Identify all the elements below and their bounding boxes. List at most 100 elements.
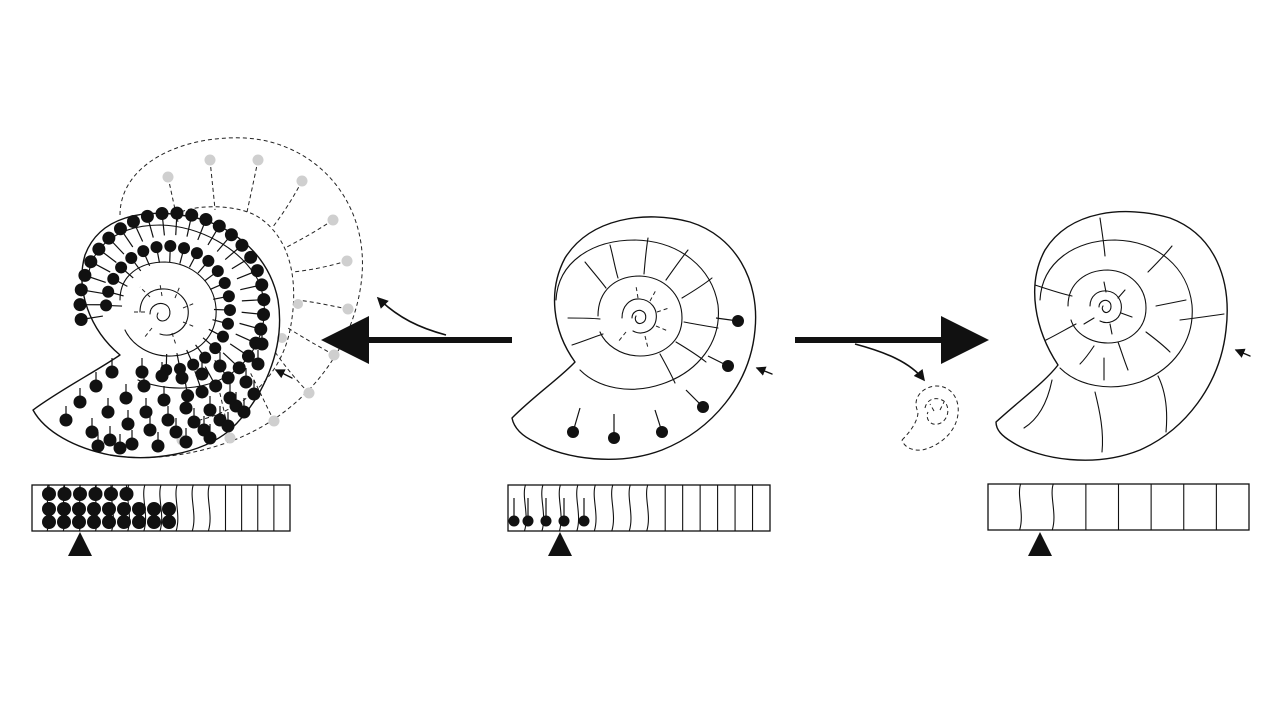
black-dot (89, 379, 103, 393)
black-dot (722, 360, 734, 372)
strip-septum (159, 484, 163, 532)
black-dot (117, 515, 131, 529)
black-dot (244, 250, 258, 264)
black-dot (170, 206, 184, 220)
black-dot (239, 375, 253, 389)
black-dot (209, 379, 223, 393)
black-dot (254, 322, 268, 336)
right-inner-ticks (1083, 281, 1133, 335)
black-dot (162, 502, 176, 516)
black-dot (540, 515, 552, 527)
black-dot (140, 209, 154, 223)
black-dot (169, 425, 183, 439)
black-dot (73, 395, 87, 409)
black-dot (179, 435, 193, 449)
black-dot (125, 437, 139, 451)
black-dot (162, 515, 176, 529)
black-dot (161, 413, 175, 427)
black-dot (105, 365, 119, 379)
black-dot (78, 268, 92, 282)
black-dot (103, 433, 117, 447)
black-dot (59, 413, 73, 427)
black-dot (216, 330, 229, 343)
strip-septum (593, 484, 597, 532)
black-dot (178, 242, 191, 255)
black-dot (235, 238, 249, 252)
black-dot (137, 379, 151, 393)
black-dot (72, 515, 86, 529)
black-dot (102, 515, 116, 529)
black-dot (212, 219, 226, 233)
black-dot (73, 298, 87, 312)
black-dot (100, 299, 113, 312)
black-dot (237, 405, 251, 419)
black-dot (119, 487, 134, 501)
black-dot (125, 252, 138, 265)
black-dot (250, 264, 264, 278)
black-dot (132, 502, 146, 516)
black-dot (57, 487, 72, 501)
black-dot (223, 304, 236, 317)
black-dot (150, 241, 163, 254)
black-dot (119, 391, 133, 405)
left-growth-marker-arrow (274, 369, 293, 379)
black-dot (87, 515, 101, 529)
black-dot (102, 231, 116, 245)
black-dot (697, 401, 709, 413)
strip-septum (207, 484, 211, 532)
black-dot (213, 359, 227, 373)
black-dot (558, 515, 570, 527)
black-dot (218, 277, 231, 290)
black-dot (247, 387, 261, 401)
left-dots-inner-ring (100, 240, 236, 376)
black-dot (185, 208, 199, 222)
left-inner-ticks (133, 283, 196, 346)
black-dot (139, 405, 153, 419)
right-growth-marker-arrow (1234, 348, 1251, 358)
black-dot (117, 502, 131, 516)
strip-septum (628, 484, 632, 532)
black-dot (115, 261, 128, 274)
left-dots-outer-ring (73, 206, 271, 403)
black-dot (57, 515, 71, 529)
juvenile-shell (901, 385, 959, 451)
black-dot (578, 515, 590, 527)
middle-growth-marker-arrow (755, 366, 773, 376)
black-dot (92, 242, 106, 256)
black-dot (232, 361, 246, 375)
black-dot (241, 349, 255, 363)
black-dot (223, 391, 237, 405)
black-dot (101, 405, 115, 419)
middle-shell (511, 216, 757, 460)
black-dot (164, 240, 177, 253)
black-dot (42, 515, 56, 529)
black-dot (656, 426, 668, 438)
center-arrows (321, 296, 989, 382)
strip-septum (523, 484, 527, 532)
strip-septum (1018, 483, 1022, 531)
right-shell (995, 210, 1228, 461)
black-dot (203, 431, 217, 445)
middle-inner-ticks (617, 285, 670, 349)
middle-ribs (567, 237, 719, 384)
strip-septum (175, 484, 179, 532)
black-dot (203, 403, 217, 417)
black-dot (113, 222, 127, 236)
black-dot (155, 369, 169, 383)
black-dot (209, 342, 222, 355)
black-dot (72, 502, 86, 516)
middle-strip (507, 484, 771, 556)
strip-septum (611, 484, 615, 532)
middle-strip-dots (508, 498, 590, 527)
right-panel (987, 210, 1251, 556)
black-dot (508, 515, 520, 527)
black-dot (74, 283, 88, 297)
left-strip (31, 484, 291, 556)
black-dot (181, 389, 195, 403)
black-dot (73, 487, 87, 501)
black-dot (522, 515, 534, 527)
black-dot (175, 371, 189, 385)
black-dot (190, 247, 203, 260)
right-ribs (1023, 217, 1225, 453)
strip-septum (191, 484, 195, 532)
